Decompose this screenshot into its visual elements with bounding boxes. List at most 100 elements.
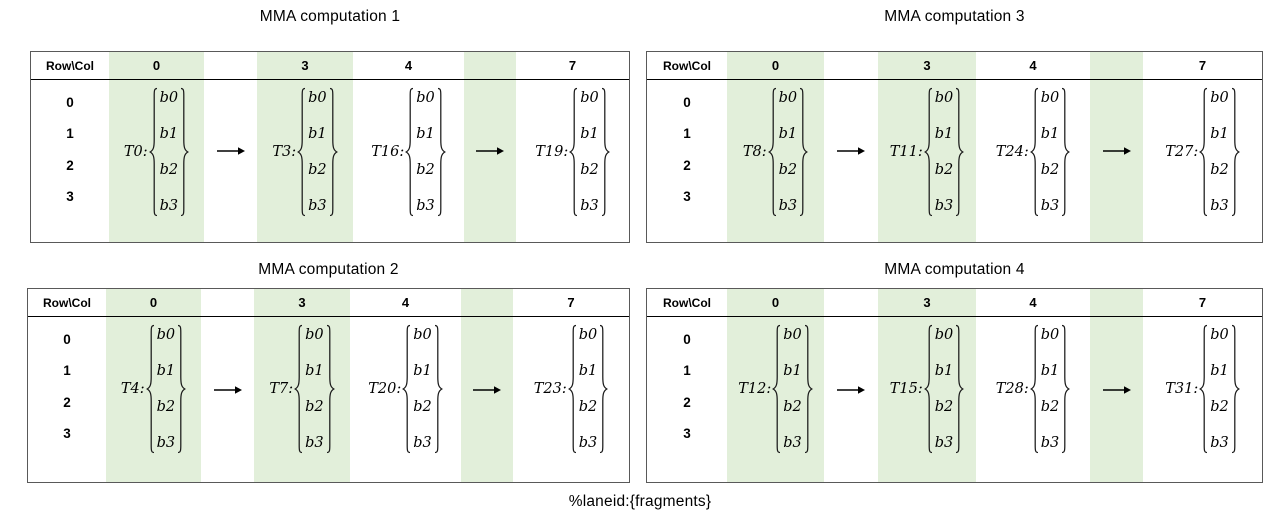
header-cell-col0: 0 bbox=[106, 289, 201, 316]
fragment-value: b0 bbox=[305, 327, 324, 343]
fragment-value: b1 bbox=[934, 126, 954, 142]
right-brace-icon bbox=[804, 324, 813, 454]
thread-label: T31: bbox=[1165, 381, 1199, 397]
header-cell-rowcol: Row\Col bbox=[663, 295, 711, 310]
fragment-value: b0 bbox=[1040, 327, 1060, 343]
fragment-value: b3 bbox=[416, 198, 435, 214]
thread-label: T4: bbox=[120, 381, 145, 397]
panel-mma-computation-4: MMA computation 4 Row\Col 0 3 4 7 0 1 2 … bbox=[646, 259, 1263, 483]
fragment-value: b2 bbox=[1040, 399, 1060, 415]
fragment-cell-col4: T20: b0 b1 b2 b3 bbox=[350, 317, 461, 482]
table-header-row: Row\Col 0 3 4 7 bbox=[31, 52, 629, 80]
right-brace-icon bbox=[600, 324, 609, 454]
fragment-value: b3 bbox=[934, 198, 954, 214]
fragment-value: b3 bbox=[783, 435, 802, 451]
fragment-value: b3 bbox=[1210, 435, 1229, 451]
fragment-value: b0 bbox=[783, 327, 802, 343]
header-spacer bbox=[1090, 52, 1143, 79]
header-cell-rowcol: Row\Col bbox=[43, 295, 91, 310]
thread-label: T8: bbox=[742, 144, 767, 160]
thread-fragment: T3: b0 b1 b2 b3 bbox=[272, 87, 338, 217]
fragment-value: b1 bbox=[1210, 363, 1229, 379]
header-cell-col7: 7 bbox=[568, 58, 577, 73]
table-body-row: 0 1 2 3 T12: b0 b1 b2 b3 bbox=[647, 317, 1262, 482]
fragment-value: b2 bbox=[1210, 162, 1229, 178]
header-cell-col7: 7 bbox=[567, 295, 575, 310]
header-cell-col4: 4 bbox=[1029, 295, 1037, 310]
fragment-value: b2 bbox=[1210, 399, 1229, 415]
fragment-cell-col0: T12: b0 b1 b2 b3 bbox=[727, 317, 824, 482]
thread-fragment: T12: b0 b1 b2 b3 bbox=[738, 324, 813, 454]
thread-label: T20: bbox=[368, 381, 402, 397]
fragment-value: b1 bbox=[413, 363, 432, 379]
arrow-cell bbox=[464, 80, 516, 242]
fragment-value: b2 bbox=[159, 162, 179, 178]
thread-fragment: T19: b0 b1 b2 b3 bbox=[535, 87, 610, 217]
fragment-values: b0 b1 b2 b3 bbox=[413, 327, 432, 451]
thread-fragment: T31: b0 b1 b2 b3 bbox=[1165, 324, 1240, 454]
fragment-table: Row\Col 0 3 4 7 0 1 2 3 T4: bbox=[27, 288, 630, 483]
fragment-value: b2 bbox=[934, 399, 954, 415]
arrow-cell bbox=[461, 317, 513, 482]
thread-label: T12: bbox=[738, 381, 772, 397]
fragment-value: b0 bbox=[156, 327, 176, 343]
fragment-value: b1 bbox=[580, 126, 599, 142]
fragment-value: b1 bbox=[1040, 363, 1060, 379]
arrow-cell bbox=[824, 80, 878, 242]
thread-fragment: T16: b0 b1 b2 b3 bbox=[371, 87, 446, 217]
fragment-value: b0 bbox=[1210, 327, 1229, 343]
row-label: 3 bbox=[63, 425, 71, 441]
row-label: 1 bbox=[66, 126, 74, 142]
row-labels-cell: 0 1 2 3 bbox=[31, 80, 109, 242]
thread-label: T16: bbox=[371, 144, 405, 160]
fragment-values: b0 b1 b2 b3 bbox=[308, 90, 327, 214]
fragment-values: b0 b1 b2 b3 bbox=[935, 90, 954, 214]
fragment-value: b1 bbox=[778, 126, 798, 142]
arrow-right-icon bbox=[216, 147, 245, 155]
left-brace-icon bbox=[294, 324, 303, 454]
header-spacer bbox=[204, 52, 257, 79]
left-brace-icon bbox=[772, 324, 781, 454]
left-brace-icon bbox=[567, 324, 576, 454]
fragment-cell-col7: T27: b0 b1 b2 b3 bbox=[1143, 80, 1262, 242]
thread-label: T24: bbox=[995, 144, 1029, 160]
row-labels-cell: 0 1 2 3 bbox=[647, 80, 727, 242]
right-brace-icon bbox=[178, 324, 187, 454]
fragment-value: b3 bbox=[778, 198, 798, 214]
fragment-cell-col0: T8: b0 b1 b2 b3 bbox=[727, 80, 824, 242]
fragment-values: b0 b1 b2 b3 bbox=[1210, 327, 1229, 451]
row-label: 2 bbox=[683, 157, 691, 173]
arrow-right-icon bbox=[473, 385, 501, 394]
fragment-value: b2 bbox=[156, 399, 176, 415]
fragment-value: b3 bbox=[305, 435, 324, 451]
fragment-value: b0 bbox=[578, 327, 598, 343]
thread-fragment: T0: b0 b1 b2 b3 bbox=[124, 87, 190, 217]
fragment-value: b2 bbox=[416, 162, 435, 178]
fragment-table: Row\Col 0 3 4 7 0 1 2 3 T0: bbox=[30, 51, 630, 243]
panel-title: MMA computation 2 bbox=[258, 261, 399, 278]
fragment-value: b1 bbox=[416, 126, 435, 142]
header-cell-col3: 3 bbox=[878, 289, 976, 316]
thread-fragment: T4: b0 b1 b2 b3 bbox=[120, 324, 187, 454]
fragment-cell-col7: T23: b0 b1 b2 b3 bbox=[513, 317, 629, 482]
thread-fragment: T27: b0 b1 b2 b3 bbox=[1165, 87, 1240, 217]
fragment-values: b0 b1 b2 b3 bbox=[579, 327, 598, 451]
arrow-right-icon bbox=[1102, 147, 1131, 155]
fragment-value: b2 bbox=[305, 399, 324, 415]
left-brace-icon bbox=[297, 87, 306, 217]
row-labels: 0 1 2 3 bbox=[66, 94, 74, 206]
fragment-values: b0 b1 b2 b3 bbox=[305, 327, 324, 451]
arrow-right-icon bbox=[1102, 385, 1131, 394]
header-cell-rowcol: Row\Col bbox=[46, 58, 94, 73]
row-labels-cell: 0 1 2 3 bbox=[647, 317, 727, 482]
fragment-value: b0 bbox=[778, 90, 798, 106]
header-cell-col3: 3 bbox=[257, 52, 353, 79]
left-brace-icon bbox=[1029, 324, 1038, 454]
fragment-value: b2 bbox=[934, 162, 954, 178]
right-brace-icon bbox=[181, 87, 190, 217]
fragment-values: b0 b1 b2 b3 bbox=[783, 327, 802, 451]
right-brace-icon bbox=[1062, 87, 1071, 217]
row-label: 1 bbox=[63, 363, 71, 379]
fragment-values: b0 b1 b2 b3 bbox=[416, 90, 435, 214]
header-cell-col3: 3 bbox=[254, 289, 350, 316]
